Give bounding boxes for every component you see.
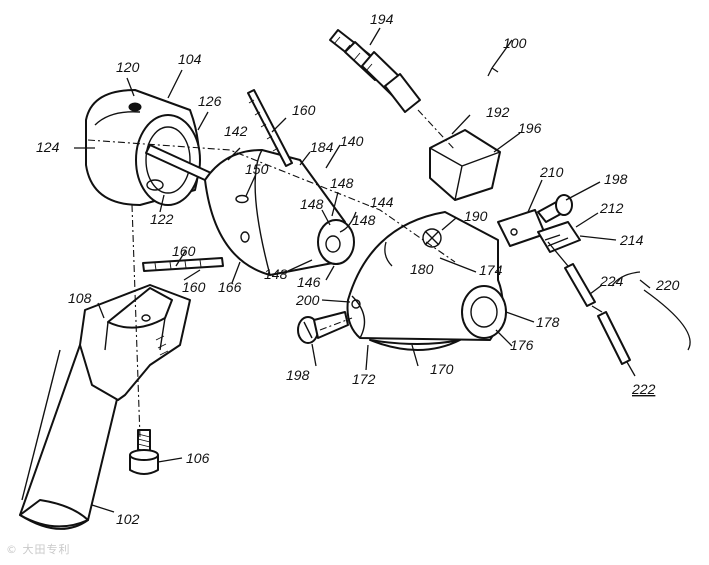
label-122: 122 [150,211,174,227]
label-144: 144 [370,194,394,210]
label-194: 194 [370,11,394,27]
cone-142 [204,149,355,276]
pin-160-top [247,89,293,167]
label-210: 210 [539,164,564,180]
label-198-left: 198 [286,367,310,383]
label-220: 220 [655,277,680,293]
bracket-210 [497,209,546,247]
label-104: 104 [178,51,202,67]
label-214: 214 [619,232,644,248]
label-142: 142 [224,123,248,139]
block-192 [429,129,501,201]
label-166: 166 [218,279,242,295]
ring-104 [85,89,201,206]
label-196: 196 [518,120,542,136]
label-184: 184 [310,139,334,155]
label-124: 124 [36,139,60,155]
label-160-bottom: 160 [182,279,206,295]
label-174: 174 [479,262,503,278]
label-148-a: 148 [330,175,354,191]
label-198-right: 198 [604,171,628,187]
label-148-c: 148 [352,212,376,228]
label-170: 170 [430,361,454,377]
label-120: 120 [116,59,140,75]
label-192: 192 [486,104,510,120]
label-222: 222 [631,381,656,397]
pin-160-bottom [142,257,224,272]
label-106: 106 [186,450,210,466]
label-176: 176 [510,337,534,353]
label-102: 102 [116,511,140,527]
label-212: 212 [599,200,624,216]
switch-214 [537,221,581,253]
label-200: 200 [295,292,320,308]
label-160-mid: 160 [172,243,196,259]
label-140: 140 [340,133,364,149]
fitting-194 [329,29,421,113]
screw-198-left [297,311,349,344]
clamp-108 [79,284,191,401]
watermark: © 大田专利 [6,543,71,556]
screw-106 [129,429,159,475]
label-224: 224 [599,273,624,289]
screw-198-right [537,194,573,223]
label-150: 150 [245,161,269,177]
label-160-top: 160 [292,102,316,118]
label-148-b: 148 [300,196,324,212]
label-146: 146 [297,274,321,290]
label-180: 180 [410,261,434,277]
label-148-d: 148 [264,266,288,282]
label-108: 108 [68,290,92,306]
cover-170 [346,211,507,351]
label-100: 100 [503,35,527,51]
label-172: 172 [352,371,376,387]
label-178: 178 [536,314,560,330]
label-126: 126 [198,93,222,109]
label-190: 190 [464,208,488,224]
sensor-224 [547,241,636,377]
